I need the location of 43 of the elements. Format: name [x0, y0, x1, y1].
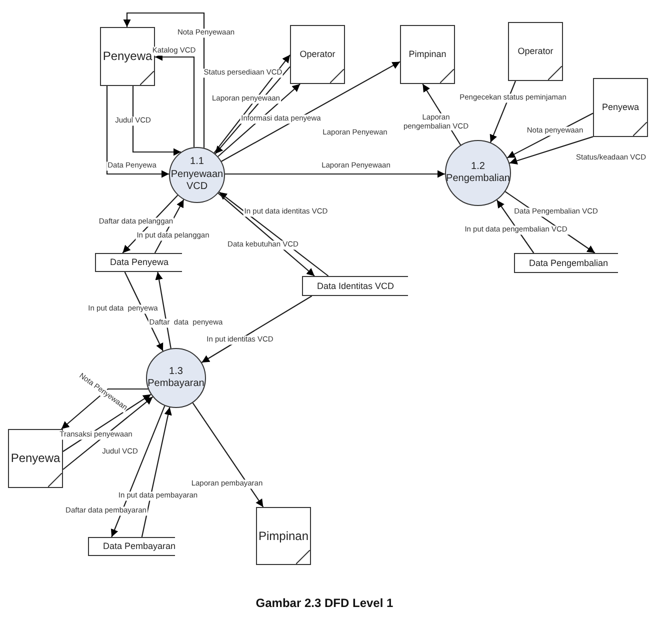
caption: Gambar 2.3 DFD Level 1	[254, 595, 394, 612]
data-flow-arrow	[192, 402, 264, 508]
data-flow-arrow	[141, 407, 172, 538]
entity-label: Penyewa	[10, 451, 60, 466]
process-number: 1.1	[190, 156, 204, 169]
data-store-label: Data Identitas VCD	[317, 282, 394, 290]
entity-label: Operator	[300, 48, 336, 60]
entity-label: Pimpinan	[258, 528, 309, 544]
data-flow-arrow	[110, 406, 166, 538]
process-name: Pembayaran	[148, 378, 204, 390]
data-flow-arrow	[62, 396, 154, 470]
external-entity-box	[256, 507, 311, 565]
entity-label: Operator	[518, 46, 554, 58]
data-store-label: Data Penyewa	[110, 258, 169, 267]
data-store	[302, 276, 408, 296]
data-flow-arrow	[155, 272, 172, 348]
data-flow-arrow	[218, 84, 300, 157]
entity-label: Penyewa	[602, 102, 640, 114]
process-name: Penyewaan VCD	[170, 168, 224, 194]
data-store-label: Data Pengembalian	[529, 258, 608, 268]
data-flow-arrow	[225, 170, 445, 178]
process-name: Pengembalian	[446, 173, 510, 186]
entity-label: Penyewa	[102, 49, 152, 64]
data-flow-arrow	[221, 61, 400, 162]
process-number: 1.2	[471, 160, 485, 173]
data-flow-arrow	[106, 86, 169, 178]
data-store	[88, 537, 175, 556]
external-entity-box	[290, 25, 345, 84]
entity-label: Pimpinan	[408, 48, 446, 60]
process-number: 1.3	[169, 366, 183, 378]
data-store	[95, 253, 182, 272]
external-entity-box	[100, 27, 155, 86]
data-store-label: Data Pembayaran	[103, 542, 176, 551]
data-flow-arrow	[509, 136, 594, 164]
data-flow-arrow	[61, 388, 148, 430]
data-flow-arrow	[155, 53, 195, 148]
external-entity-box	[593, 78, 648, 137]
data-store	[514, 253, 618, 273]
data-flow-arrow	[123, 12, 205, 148]
data-flow-arrow	[132, 86, 181, 156]
external-entity-box	[508, 22, 563, 81]
data-flow-arrow	[201, 296, 312, 363]
external-entity-box	[400, 25, 455, 84]
